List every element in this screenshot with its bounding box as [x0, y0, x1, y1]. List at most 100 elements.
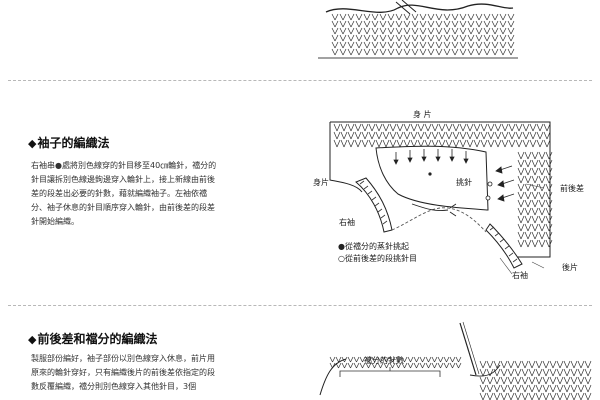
knit-stitch [480, 139, 488, 148]
knit-stitch [514, 368, 522, 377]
knit-stitch [491, 34, 499, 42]
knit-stitch [387, 13, 395, 21]
knit-stitch [443, 20, 451, 28]
knit-stitch [545, 175, 553, 184]
knit-stitch [584, 368, 592, 377]
knit-stitch [359, 356, 366, 363]
knit-stitch [507, 48, 515, 56]
knit-stitch [340, 131, 348, 140]
knit-stitch [535, 360, 543, 369]
knit-stitch [396, 123, 404, 132]
knit-stitch [411, 48, 419, 56]
knit-stitch [387, 20, 395, 28]
knit-stitch [451, 13, 459, 21]
knit-stitch [494, 131, 502, 140]
knit-stitch [499, 13, 507, 21]
diagram-legend: ●從襠分的蒸針挑起 ○從前後差的段挑針目 [338, 241, 417, 265]
knit-stitch [522, 131, 530, 140]
knit-stitch [403, 27, 411, 35]
knit-stitch [524, 151, 532, 160]
knit-stitch [501, 123, 509, 132]
knit-stitch [515, 123, 523, 132]
left-sleeve-stitches [359, 180, 388, 225]
knit-stitch [507, 384, 515, 393]
knit-stitch [545, 239, 553, 248]
knit-stitch [517, 183, 525, 192]
knit-stitch [387, 34, 395, 42]
knit-stitch [499, 20, 507, 28]
knit-stitch [528, 392, 536, 400]
knit-stitch [517, 215, 525, 224]
knit-stitch [365, 362, 372, 369]
knit-stitch [538, 199, 546, 208]
knit-stitch [480, 123, 488, 132]
label-right-sleeve-lower: 右袖 [512, 271, 528, 280]
knit-stitch [354, 131, 362, 140]
knit-stitch [522, 123, 530, 132]
knit-stitch [556, 360, 564, 369]
knit-stitch [543, 131, 551, 140]
knit-stitch [425, 356, 432, 363]
knit-stitch [483, 13, 491, 21]
fabric-edge [325, 3, 514, 13]
knit-stitch [577, 368, 585, 377]
knit-stitch [443, 41, 451, 49]
knit-stitch [570, 360, 578, 369]
knit-stitch [371, 20, 379, 28]
knit-stitch [452, 131, 460, 140]
knit-stitch [333, 139, 341, 148]
top-knit-illustration [318, 0, 518, 66]
knit-stitch [331, 41, 339, 49]
knit-stitch [577, 376, 585, 385]
knit-stitch [529, 131, 537, 140]
knit-stitch [514, 392, 522, 400]
knit-stitch [340, 123, 348, 132]
knit-stitch [467, 48, 475, 56]
knit-stitch [479, 368, 487, 377]
knit-stitch [538, 231, 546, 240]
knit-stitch [507, 376, 515, 385]
knit-stitch [501, 131, 509, 140]
knit-stitch [451, 41, 459, 49]
knit-stitch [524, 191, 532, 200]
knit-stitch [368, 123, 376, 132]
knit-stitch [466, 131, 474, 140]
knit-stitch [401, 356, 408, 363]
knit-stitch [435, 41, 443, 49]
section-heading-sleeve: ◆袖子的編織法 [28, 134, 109, 151]
knit-stitch [424, 131, 432, 140]
knit-stitch [491, 48, 499, 56]
sleeve-diagram [329, 121, 553, 275]
knit-stitch [427, 48, 435, 56]
knit-stitch [500, 368, 508, 377]
knit-stitch [531, 167, 539, 176]
knit-stitch [538, 159, 546, 168]
knit-stitch [514, 376, 522, 385]
knit-stitch [517, 151, 525, 160]
knit-stitch [524, 239, 532, 248]
knit-stitch [459, 123, 467, 132]
leader-line [525, 183, 545, 189]
knit-stitch [389, 362, 396, 369]
knit-stitch [514, 384, 522, 393]
knit-stitch [577, 384, 585, 393]
knit-stitch [459, 27, 467, 35]
knit-stitch [517, 223, 525, 232]
knit-stitch [536, 139, 544, 148]
knit-stitch [459, 13, 467, 21]
knit-stitch [354, 139, 362, 148]
knit-stitch [451, 34, 459, 42]
knitting-needle [459, 322, 477, 376]
knit-stitch [538, 175, 546, 184]
knit-stitch [535, 376, 543, 385]
knit-stitch [487, 123, 495, 132]
knit-stitch [531, 207, 539, 216]
knit-stitch [359, 362, 366, 369]
knit-stitch [333, 123, 341, 132]
knit-stitch [435, 27, 443, 35]
knit-stitch [375, 123, 383, 132]
knit-stitch [521, 384, 529, 393]
knit-stitch [542, 384, 550, 393]
sleeve-instructions: 右袖串●處將別色線穿的針目移至40㎝輪針，襠分的 針目讓拆別色線邊鉤邊穿入輪針上… [31, 159, 291, 229]
knit-stitch [517, 191, 525, 200]
